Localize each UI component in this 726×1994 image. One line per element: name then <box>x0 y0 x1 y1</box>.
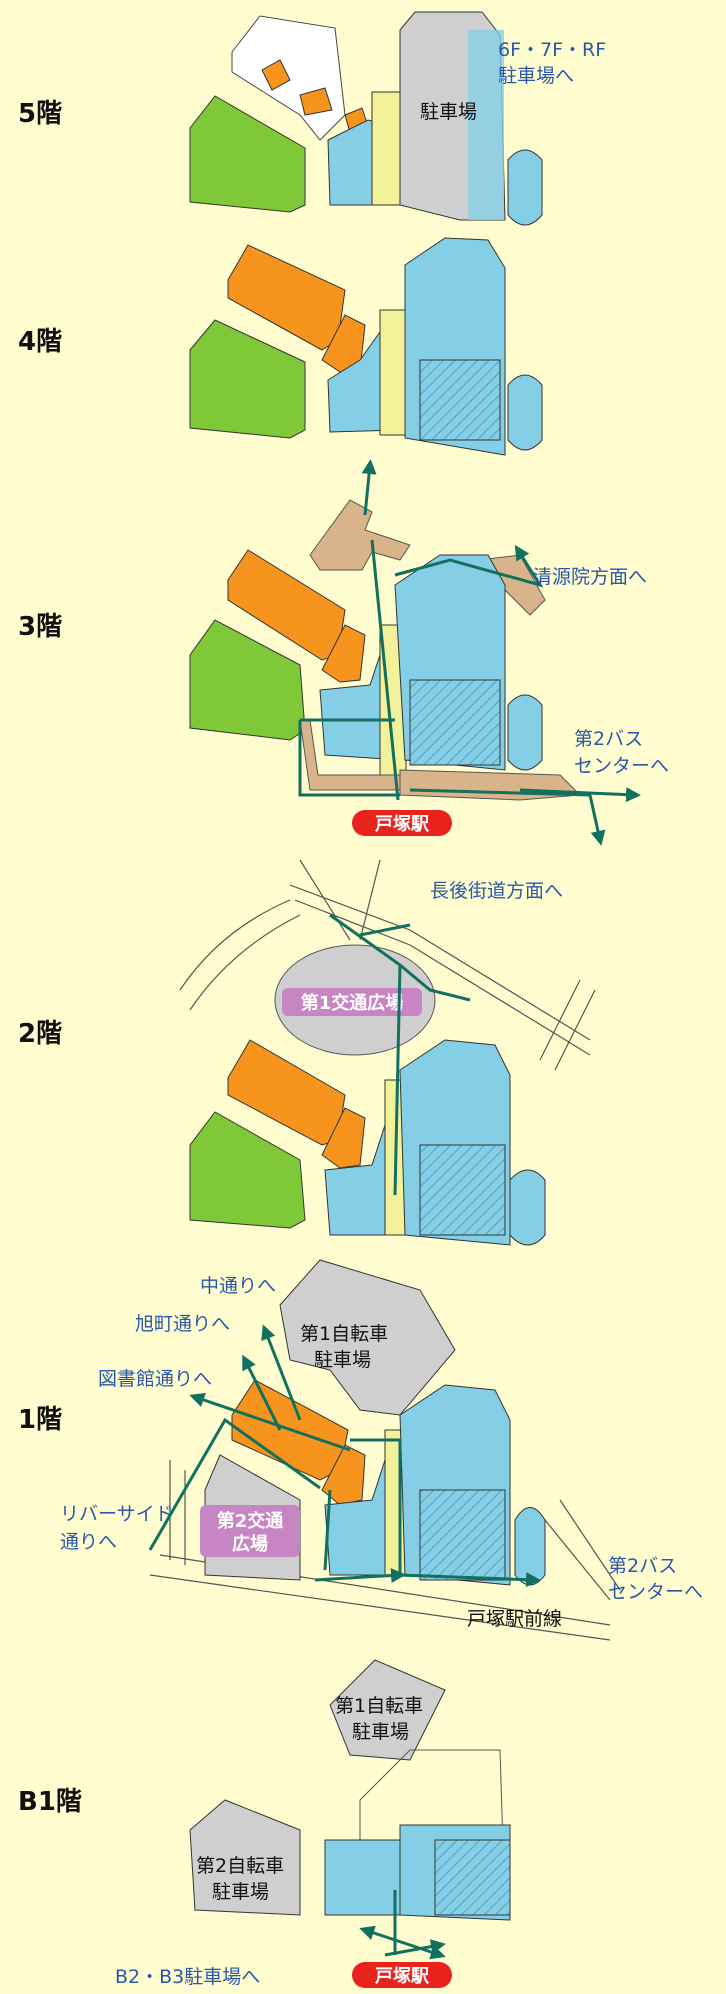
f1-river-line2: 通りへ <box>60 1531 117 1553</box>
floor-label-b1: B1階 <box>18 1787 82 1817</box>
ramp-loop <box>507 149 543 226</box>
hatched-area <box>434 1839 511 1916</box>
f1-line-label: 戸塚駅前線 <box>467 1608 562 1630</box>
f1-library-label: 図書館通りへ <box>98 1368 212 1390</box>
route-line <box>359 1925 446 1960</box>
hatched-area <box>419 1489 506 1581</box>
pedestrian-deck <box>309 499 411 571</box>
floor-3: 3階 清源院方面へ 第2バス センターへ 戸塚駅 <box>18 459 669 846</box>
f1-naka-label: 中通りへ <box>200 1275 276 1297</box>
hatched-area <box>419 1144 506 1236</box>
f3-station-label: 戸塚駅 <box>375 814 430 835</box>
plaza-pill <box>200 1505 300 1557</box>
floor-label-4f: 4階 <box>18 327 62 357</box>
route-line <box>409 788 606 846</box>
f1-plaza2-line2: 広場 <box>232 1533 268 1555</box>
green-building <box>189 1111 306 1229</box>
orange-building <box>321 624 366 683</box>
f2-nagoshi-label: 長後街道方面へ <box>430 880 563 902</box>
station-pill <box>352 810 452 836</box>
ramp-loop <box>509 1169 546 1246</box>
route-line <box>361 459 377 516</box>
bicycle-parking <box>329 1659 446 1761</box>
f1-plaza2-line1: 第2交通 <box>217 1510 284 1532</box>
route-line <box>261 1324 302 1421</box>
b1-station-label: 戸塚駅 <box>375 1966 430 1987</box>
floor-label-5f: 5階 <box>18 99 62 129</box>
f3-bus-line1: 第2バス <box>574 728 643 750</box>
f3-bus-line2: センターへ <box>574 755 669 777</box>
blue-building <box>324 1839 401 1916</box>
b1-bike1-line1: 第1自転車 <box>335 1695 423 1717</box>
f1-bus-line1: 第2バス <box>608 1555 677 1577</box>
route-line <box>314 1568 406 1584</box>
hatched-area <box>419 359 501 441</box>
f2-plaza-label: 第1交通広場 <box>301 992 404 1014</box>
route-line <box>384 1939 446 1957</box>
floor-5: 5階 駐車場 6F・7F・RF 駐車場へ <box>18 11 606 226</box>
f1-asahi-label: 旭町通りへ <box>135 1313 230 1335</box>
green-building <box>189 319 306 439</box>
blue-strip <box>468 30 504 220</box>
f5-parking-label: 駐車場 <box>420 101 477 123</box>
f1-bike-line1: 第1自転車 <box>300 1323 388 1345</box>
ramp-loop <box>514 1507 546 1586</box>
f1-bike-line2: 駐車場 <box>314 1349 371 1371</box>
yellow-corridor <box>371 91 401 206</box>
road-lines <box>179 859 596 1071</box>
orange-building <box>321 314 366 373</box>
bicycle-parking <box>189 1799 301 1916</box>
b1-bike1-line2: 駐車場 <box>352 1721 409 1743</box>
orange-building <box>321 1107 366 1169</box>
route-line <box>242 1354 282 1431</box>
orange-building <box>321 1444 366 1506</box>
station-pill <box>352 1962 452 1988</box>
b1-bike2-line2: 駐車場 <box>212 1881 269 1903</box>
f1-river-line1: リバーサイド <box>60 1503 174 1525</box>
hatched-area <box>409 679 501 766</box>
route-line <box>323 1489 332 1571</box>
route-line <box>370 539 400 801</box>
route-line <box>148 1417 321 1551</box>
f3-seigenin-label: 清源院方面へ <box>533 566 647 588</box>
route-line <box>350 1438 541 1588</box>
route-line <box>298 720 400 797</box>
ramp-loop <box>507 374 543 451</box>
floor-2: 2階 第1交通広場 長後街道方面へ <box>18 859 596 1246</box>
floor-4: 4階 <box>18 237 543 456</box>
route-line <box>519 787 641 803</box>
f5-parking-dest-line1: 6F・7F・RF <box>498 39 606 61</box>
route-line <box>394 544 544 588</box>
floor-label-2f: 2階 <box>18 1019 62 1049</box>
f1-bus-line2: センターへ <box>608 1581 703 1603</box>
pedestrian-deck <box>399 769 582 801</box>
route-line <box>189 1392 351 1452</box>
floor-label-3f: 3階 <box>18 612 62 642</box>
route-line <box>399 963 471 1002</box>
plaza-pill <box>282 988 422 1016</box>
floor-label-1f: 1階 <box>18 1405 62 1435</box>
ramp-loop <box>507 694 543 771</box>
floor-b1: B1階 第1自転車 駐車場 第2自転車 駐車場 B2・B3駐車場へ 戸塚駅 <box>18 1659 511 1988</box>
f5-parking-dest-line2: 駐車場へ <box>498 65 574 87</box>
green-building <box>189 95 306 213</box>
b1-parking-label: B2・B3駐車場へ <box>115 1966 260 1988</box>
orange-unit <box>261 59 291 91</box>
orange-unit <box>299 87 333 116</box>
b1-bike2-line1: 第2自転車 <box>196 1855 284 1877</box>
yellow-corridor <box>379 309 407 436</box>
floor-1: 1階 第1自転車 駐車場 第2交通 広場 中通りへ 旭町通りへ 図書館通りへ リ… <box>18 1259 703 1641</box>
route-line <box>359 923 411 937</box>
